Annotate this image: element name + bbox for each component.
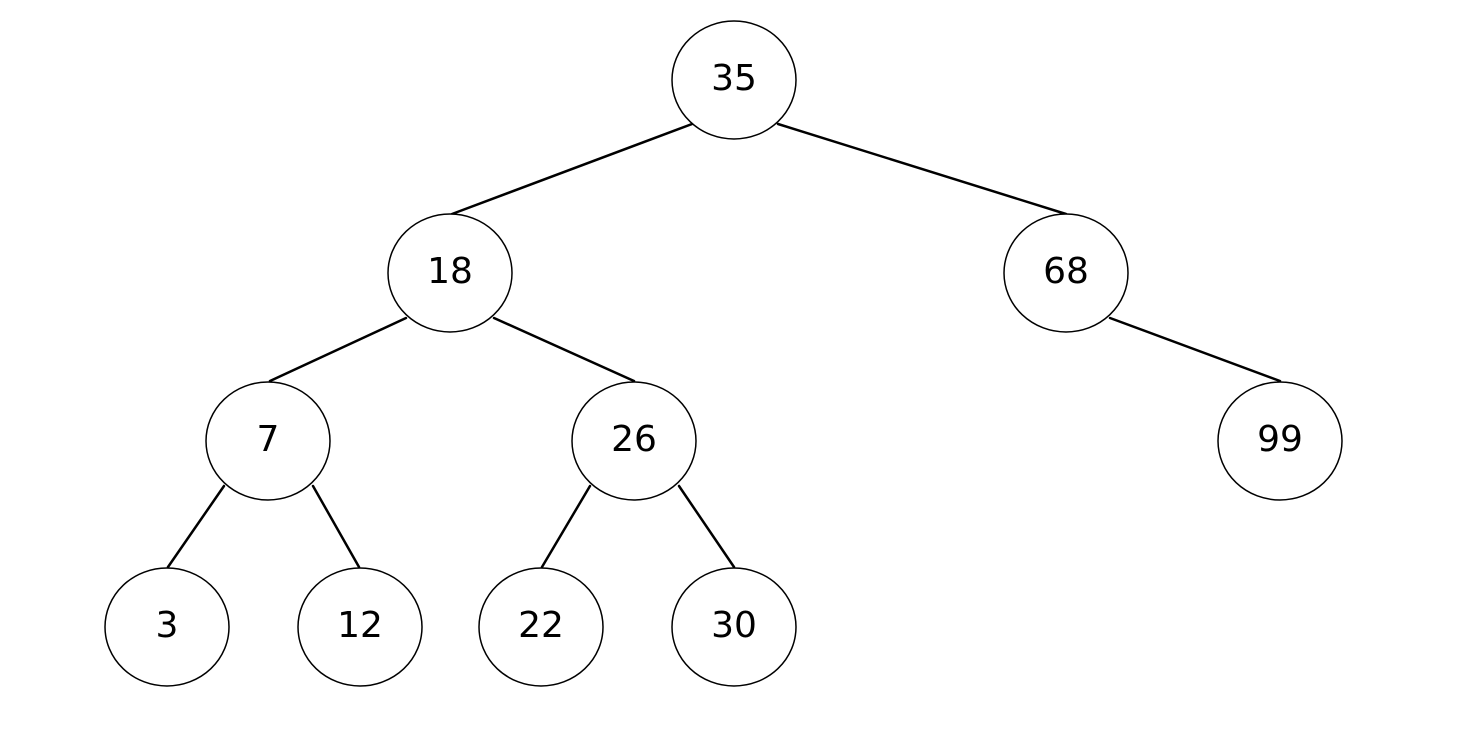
tree-node-7: 7 bbox=[205, 381, 331, 501]
tree-node-18: 18 bbox=[387, 213, 513, 333]
edge-n18-n26 bbox=[492, 316, 636, 383]
node-circle bbox=[104, 567, 230, 687]
tree-edges bbox=[166, 122, 1282, 569]
node-label: 12 bbox=[337, 605, 383, 646]
tree-node-30: 30 bbox=[671, 567, 797, 687]
node-label: 26 bbox=[611, 419, 657, 460]
tree-node-35: 35 bbox=[671, 20, 797, 140]
edge-n68-n99 bbox=[1108, 316, 1282, 383]
tree-nodes: 35 18 68 7 26 99 3 12 bbox=[104, 20, 1343, 687]
node-label: 35 bbox=[711, 58, 757, 99]
edge-n26-n22 bbox=[540, 484, 592, 569]
node-label: 7 bbox=[257, 419, 280, 460]
node-circle bbox=[205, 381, 331, 501]
tree-node-22: 22 bbox=[478, 567, 604, 687]
node-label: 68 bbox=[1043, 251, 1089, 292]
node-circle bbox=[297, 567, 423, 687]
edge-n7-n12 bbox=[311, 484, 361, 569]
edge-n18-n7 bbox=[268, 316, 408, 383]
node-circle bbox=[571, 381, 697, 501]
edge-n35-n18 bbox=[450, 122, 694, 216]
node-label: 99 bbox=[1257, 419, 1303, 460]
node-circle bbox=[1003, 213, 1129, 333]
tree-node-68: 68 bbox=[1003, 213, 1129, 333]
edge-n7-n3 bbox=[166, 484, 226, 569]
tree-node-26: 26 bbox=[571, 381, 697, 501]
node-circle bbox=[671, 567, 797, 687]
edge-n26-n30 bbox=[677, 484, 736, 569]
node-circle bbox=[478, 567, 604, 687]
node-label: 18 bbox=[427, 251, 473, 292]
node-label: 22 bbox=[518, 605, 564, 646]
edge-n35-n68 bbox=[776, 122, 1068, 216]
tree-node-3: 3 bbox=[104, 567, 230, 687]
node-label: 3 bbox=[156, 605, 179, 646]
node-circle bbox=[671, 20, 797, 140]
node-circle bbox=[387, 213, 513, 333]
node-label: 30 bbox=[711, 605, 757, 646]
tree-node-12: 12 bbox=[297, 567, 423, 687]
node-circle bbox=[1217, 381, 1343, 501]
tree-node-99: 99 bbox=[1217, 381, 1343, 501]
